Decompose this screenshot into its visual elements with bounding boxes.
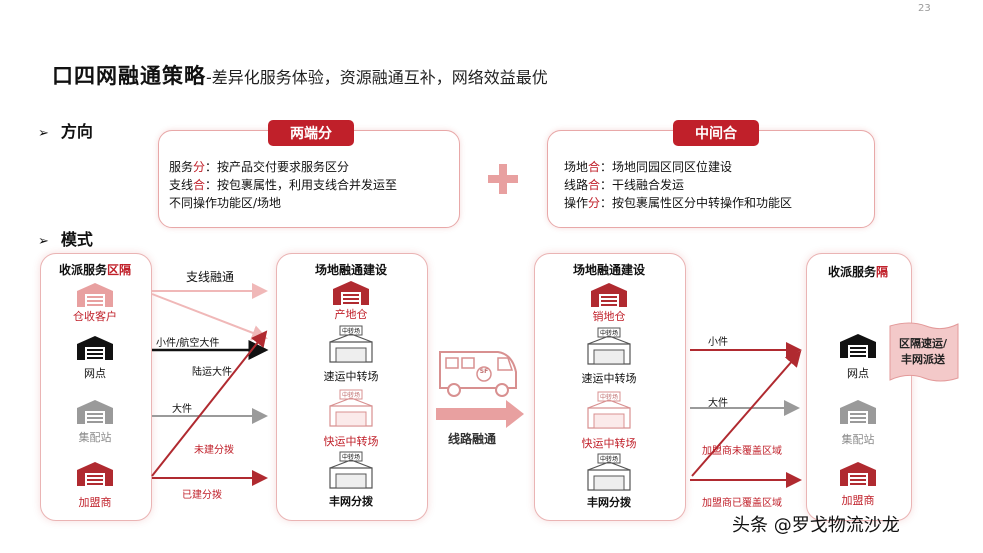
page-number: 23 (918, 3, 931, 14)
section-mode: ➢ 模式 (38, 226, 93, 250)
title-main: 口四网融通策略 (52, 64, 206, 88)
transfer-center-icon: 中转场 (584, 390, 634, 436)
bullet-arrow-icon: ➢ (38, 234, 49, 249)
tag-split-ends: 两端分 (268, 120, 354, 146)
site2-item-freight-transfer: 快运中转场 (581, 437, 637, 450)
left-column-title: 收派服务区隔 (58, 263, 132, 277)
flow-right-label-large: 大件 (708, 398, 728, 409)
transfer-center-icon: 中转场 (326, 388, 376, 434)
left-item-warehouse-customer: 仓收客户 (73, 310, 117, 323)
site2-item-express-transfer: 速运中转场 (581, 372, 637, 385)
truck-icon: SF (436, 342, 520, 398)
flow-label-large: 大件 (172, 404, 192, 415)
left-item-franchisee: 加盟商 (78, 496, 112, 509)
warehouse-icon (75, 334, 115, 364)
title-subtitle: -差异化服务体验，资源融通互补，网络效益最优 (206, 68, 548, 87)
van-logo: SF (479, 368, 489, 375)
card1-line-3: 不同操作功能区/场地 (169, 196, 282, 210)
transfer-center-icon: 中转场 (584, 326, 634, 372)
transfer-center-icon: 中转场 (326, 450, 376, 496)
site1-item-fengwang-hub: 丰网分拨 (329, 495, 373, 508)
transfer-center-icon: 中转场 (584, 452, 634, 498)
site1-item-origin-warehouse: 产地仓 (334, 308, 368, 321)
warehouse-icon (75, 398, 115, 428)
warehouse-icon (331, 279, 371, 309)
flow-right-label-uncovered: 加盟商未覆盖区域 (702, 446, 782, 457)
site2-item-destination-warehouse: 销地仓 (592, 310, 626, 323)
warehouse-icon (838, 460, 878, 490)
bullet-arrow-icon: ➢ (38, 126, 49, 141)
flow-label-small: 小件/航空大件 (156, 338, 220, 349)
card2-line-1: 场地合：场地同园区同区位建设 (564, 160, 733, 174)
warehouse-icon (75, 460, 115, 490)
delivery-banner: 区隔速运/ 丰网派送 (886, 320, 960, 386)
warehouse-icon (589, 281, 629, 311)
site2-item-fengwang-hub: 丰网分拨 (587, 496, 631, 509)
right-item-franchisee: 加盟商 (841, 494, 875, 507)
site2-column-title: 场地融通建设 (572, 263, 645, 277)
right-item-distribution-station: 集配站 (841, 433, 875, 446)
card1-line-2: 支线合：按包裹属性，利用支线合并发运至 (169, 178, 398, 192)
warehouse-icon (838, 332, 878, 362)
warehouse-icon (838, 398, 878, 428)
flow-label-branch: 支线融通 (186, 270, 235, 284)
section-direction-label: 方向 (60, 122, 93, 141)
flow-right-label-small: 小件 (708, 337, 728, 348)
site1-item-freight-transfer: 快运中转场 (323, 435, 379, 448)
card1-line-1: 服务分：按产品交付要求服务区分 (169, 160, 350, 174)
card2-line-3: 操作分：按包裹属性区分中转操作和功能区 (564, 196, 793, 210)
flow-label-built: 已建分拨 (182, 490, 222, 501)
card2-line-2: 线路合：干线融合发运 (564, 178, 685, 192)
right-item-outlet: 网点 (847, 367, 869, 380)
flow-label-land: 陆运大件 (192, 367, 232, 378)
watermark: 头条 @罗戈物流沙龙 (732, 515, 900, 536)
section-direction: ➢ 方向 (38, 118, 93, 142)
page-title: 口四网融通策略-差异化服务体验，资源融通互补，网络效益最优 (52, 60, 548, 90)
route-label: 线路融通 (448, 432, 497, 446)
tag-merge-middle: 中间合 (673, 120, 759, 146)
warehouse-icon (75, 281, 115, 311)
left-item-outlet: 网点 (84, 367, 106, 380)
direction-card-merge-middle: 场地合：场地同园区同区位建设 线路合：干线融合发运 操作分：按包裹属性区分中转操… (547, 130, 875, 228)
transfer-center-icon: 中转场 (326, 324, 376, 370)
left-item-distribution-station: 集配站 (78, 431, 112, 444)
flow-pink-2 (151, 293, 268, 341)
plus-icon (488, 164, 518, 194)
banner-line-1: 区隔速运/ (898, 337, 948, 350)
site1-item-express-transfer: 速运中转场 (323, 370, 379, 383)
section-mode-label: 模式 (60, 230, 93, 249)
banner-line-2: 丰网派送 (901, 353, 945, 366)
flow-right-red-3 (691, 350, 802, 477)
flow-red-2 (151, 330, 268, 477)
direction-card-split-ends: 服务分：按产品交付要求服务区分 支线合：按包裹属性，利用支线合并发运至 不同操作… (158, 130, 460, 228)
right-column-title: 收派服务隔 (827, 265, 889, 279)
route-arrow-icon (436, 400, 524, 428)
site1-column-title: 场地融通建设 (314, 263, 387, 277)
flow-right-label-covered: 加盟商已覆盖区域 (702, 498, 782, 509)
flow-label-unbuilt: 未建分拨 (194, 445, 234, 456)
